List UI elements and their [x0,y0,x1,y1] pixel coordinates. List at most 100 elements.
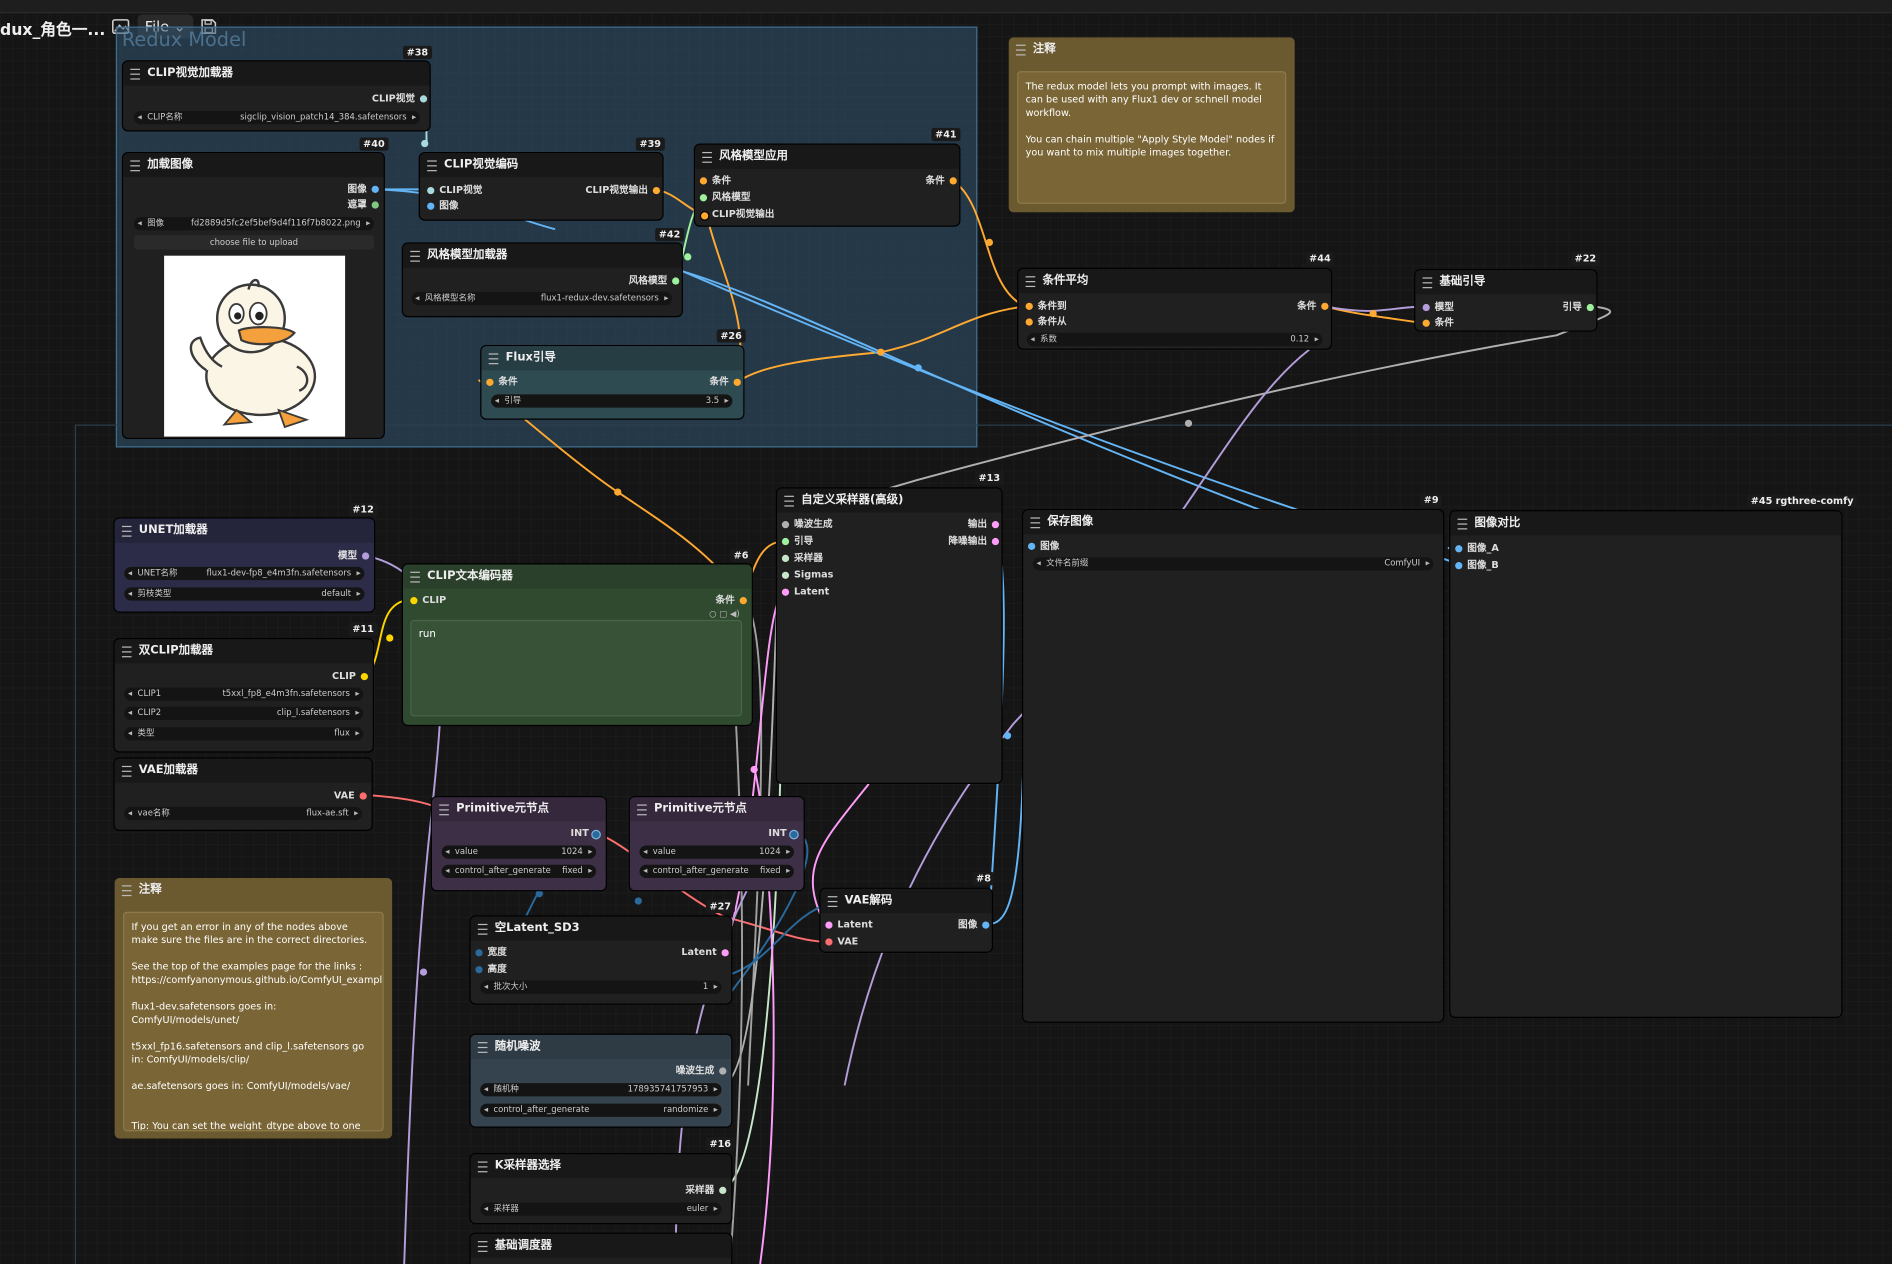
node-load-image[interactable]: 加载图像 图像 遮罩 图像fd2889d5fc2ef5bef9d4f116f7b… [123,153,384,438]
node-clip-vision-loader[interactable]: CLIP视觉加载器 CLIP视觉 CLIP名称sigclip_vision_pa… [123,61,430,131]
slot-dot[interactable] [991,521,1000,529]
node-basic-guider[interactable]: 基础引导 模型 条件 引导 [1415,270,1597,331]
output-guider[interactable]: 引导 [1563,300,1594,314]
slot-dot[interactable] [1321,302,1329,310]
input-sigmas[interactable]: Sigmas [781,568,833,582]
prompt-textarea[interactable]: run [410,619,743,717]
input-style-model[interactable]: 风格模型 [699,191,751,205]
node-image-comparer[interactable]: 图像对比 图像_A 图像_B [1450,511,1842,1017]
output-model[interactable]: 模型 [338,549,370,563]
input-width[interactable]: 宽度 [475,946,507,960]
output-clip-vision[interactable]: CLIP视觉 [372,92,428,106]
slot-dot[interactable] [427,186,435,195]
slot-dot[interactable] [789,829,799,840]
slot-dot[interactable] [719,1186,727,1195]
output-conditioning[interactable]: 条件 [709,375,741,389]
input-conditioning[interactable]: 条件 [486,375,518,389]
slot-dot[interactable] [1028,542,1036,550]
slot-dot[interactable] [475,949,483,957]
slot-dot[interactable] [781,571,790,579]
slot-dot[interactable] [781,521,790,529]
widget-strength[interactable]: 系数0.12 [1026,332,1323,347]
slot-dot[interactable] [699,177,708,185]
output-conditioning[interactable]: 条件 [925,174,957,188]
input-vae[interactable]: VAE [825,935,858,949]
slot-dot[interactable] [672,277,680,285]
text-toolbar-icons[interactable]: ○ ▢ ◀) [709,609,740,619]
output-output[interactable]: 输出 [968,517,1000,531]
output-style-model[interactable]: 风格模型 [629,274,680,288]
input-image-a[interactable]: 图像_A [1455,542,1499,556]
input-height[interactable]: 高度 [475,962,507,976]
output-conditioning[interactable]: 条件 [716,593,747,607]
output-vae[interactable]: VAE [334,789,367,803]
input-clip-vision[interactable]: CLIP视觉 [427,183,482,197]
widget-clip-name[interactable]: CLIP名称sigclip_vision_patch14_384.safeten… [133,110,420,125]
node-dual-clip-loader[interactable]: 双CLIP加载器 CLIP CLIP1t5xxl_fp8_e4m3fn.safe… [114,639,373,752]
slot-dot[interactable] [1586,303,1594,312]
input-clip-vision-output[interactable]: CLIP视觉输出 [699,207,774,221]
node-sampler-custom-advanced[interactable]: 自定义采样器(高级) 噪波生成 引导 采样器 Sigmas Latent 输出 … [777,488,1002,783]
node-clip-vision-encode[interactable]: CLIP视觉编码 CLIP视觉 图像 CLIP视觉输出 [419,153,663,220]
input-sampler[interactable]: 采样器 [781,551,823,565]
slot-dot[interactable] [1455,545,1463,553]
input-conditioning-to[interactable]: 条件到 [1025,299,1067,313]
slot-dot[interactable] [949,177,957,185]
workflow-title[interactable]: dux_角色一... [0,21,106,40]
input-conditioning[interactable]: 条件 [699,174,731,188]
output-image[interactable]: 图像 [958,918,990,932]
slot-dot[interactable] [781,537,790,546]
slot-dot[interactable] [733,378,741,386]
slot-dot[interactable] [371,201,379,209]
slot-dot[interactable] [739,597,747,605]
slot-dot[interactable] [475,966,483,974]
upload-button[interactable]: choose file to upload [133,235,375,250]
slot-dot[interactable] [361,552,370,560]
output-noise[interactable]: 噪波生成 [676,1064,727,1078]
slot-dot[interactable] [699,194,708,202]
output-image[interactable]: 图像 [348,182,379,196]
note-file-locations[interactable]: 注释 If you get an error in any of the nod… [114,878,393,1139]
node-vae-decode[interactable]: VAE解码 Latent VAE 图像 [820,888,992,952]
slot-dot[interactable] [719,1067,727,1075]
slot-dot[interactable] [982,921,990,929]
slot-dot[interactable] [1422,303,1430,312]
node-style-model-apply[interactable]: 风格模型应用 条件 风格模型 CLIP视觉输出 条件 [695,144,960,226]
node-style-model-loader[interactable]: 风格模型加载器 风格模型 风格模型名称flux1-redux-dev.safet… [403,243,682,316]
output-conditioning[interactable]: 条件 [1297,299,1329,313]
slot-dot[interactable] [652,186,661,195]
output-latent[interactable]: Latent [681,946,729,960]
note-text[interactable]: If you get an error in any of the nodes … [123,911,384,1132]
slot-dot[interactable] [427,202,435,210]
input-image[interactable]: 图像 [427,199,459,213]
widget-guidance[interactable]: 引导3.5 [491,394,733,408]
note-redux-info[interactable]: 注释 The redux model lets you prompt with … [1008,37,1295,213]
input-model[interactable]: 模型 [1422,300,1454,314]
node-clip-text-encode[interactable]: CLIP文本编码器 CLIP 条件 ○ ▢ ◀) run [403,564,752,725]
output-clip[interactable]: CLIP [332,669,369,683]
slot-dot[interactable] [1025,302,1033,310]
slot-dot[interactable] [699,211,710,221]
input-conditioning-from[interactable]: 条件从 [1025,315,1067,329]
node-conditioning-average[interactable]: 条件平均 条件到 条件从 条件 系数0.12 [1018,268,1331,349]
slot-dot[interactable] [371,185,379,193]
